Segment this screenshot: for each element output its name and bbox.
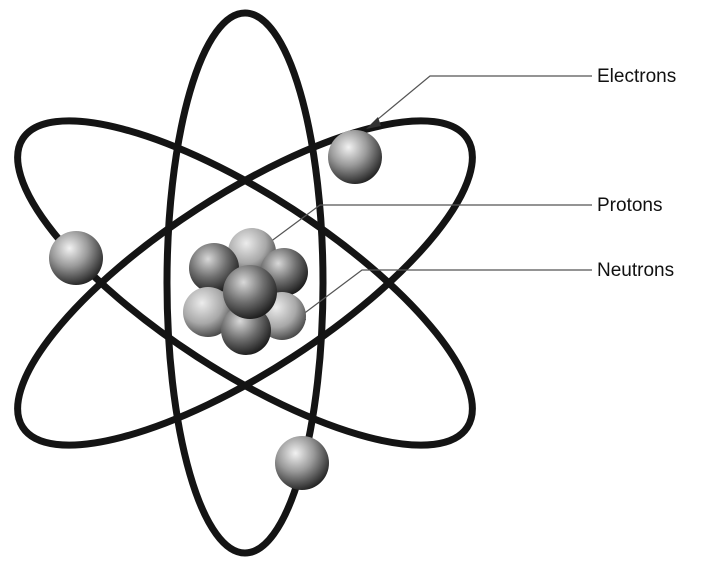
nucleus-particle — [223, 265, 277, 319]
orbit-ascending — [14, 117, 476, 449]
label-neutrons: Neutrons — [597, 260, 674, 281]
nucleus-particle — [183, 287, 233, 337]
orbit-vertical — [163, 9, 327, 557]
leader-line-electrons — [371, 75, 592, 125]
electron-left — [49, 231, 103, 285]
electron-top-right — [328, 130, 382, 184]
leader-line-protons — [261, 204, 592, 249]
leader-line-neutrons — [297, 269, 592, 319]
electrons — [49, 130, 382, 490]
label-protons: Protons — [597, 195, 662, 216]
leader-arrow-electrons — [366, 117, 381, 129]
orbits — [14, 9, 476, 557]
electron-bottom — [275, 436, 329, 490]
nucleus — [183, 228, 308, 355]
label-electrons: Electrons — [597, 66, 676, 87]
orbit-descending — [14, 117, 476, 449]
